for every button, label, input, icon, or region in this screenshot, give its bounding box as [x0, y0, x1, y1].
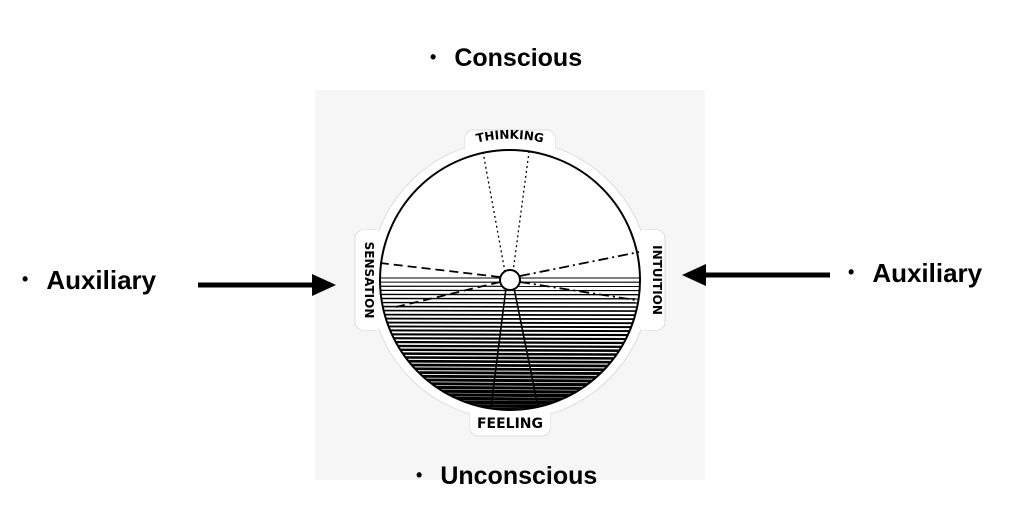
- function-label-thinking: THINKING: [475, 128, 545, 146]
- thinking-lines: [482, 151, 530, 273]
- bullet: •: [22, 269, 29, 289]
- feeling-lines: [490, 287, 539, 408]
- conscious-label: • Conscious: [430, 44, 582, 73]
- hatch-line: [380, 367, 640, 372]
- unconscious-text: Unconscious: [440, 462, 598, 490]
- sensation-lines: [379, 262, 501, 309]
- hatch-line: [380, 340, 640, 345]
- hatch-line: [380, 356, 640, 360]
- hatch-line: [380, 359, 640, 364]
- hatch-line: [380, 317, 640, 321]
- hatch-line: [380, 337, 640, 341]
- hatch-line: [380, 344, 640, 349]
- unconscious-label: • Unconscious: [416, 462, 597, 491]
- function-label-feeling: FEELING: [477, 416, 543, 432]
- hatch-line: [380, 363, 640, 368]
- hatch-line: [380, 333, 640, 337]
- jung-function-wheel: THINKING FEELING SENSATION INTUITION: [354, 128, 666, 437]
- hatch-line: [380, 348, 640, 352]
- bullet: •: [430, 47, 437, 67]
- auxiliary-left-text: Auxiliary: [46, 265, 157, 295]
- auxiliary-right-label: • Auxiliary: [848, 258, 982, 289]
- function-label-sensation: SENSATION: [362, 242, 376, 319]
- bullet: •: [848, 262, 855, 282]
- wheel-circle: [379, 149, 641, 411]
- hatch-line: [380, 325, 640, 329]
- left-arrow: [198, 274, 336, 296]
- hatch-line: [380, 313, 640, 316]
- hatch-line: [380, 321, 640, 325]
- ego-center: [499, 269, 521, 291]
- auxiliary-right-text: Auxiliary: [872, 258, 983, 288]
- auxiliary-left-label: • Auxiliary: [22, 265, 156, 296]
- function-label-intuition: INTUITION: [650, 245, 664, 315]
- right-arrow: [682, 264, 830, 286]
- intuition-lines: [519, 251, 640, 301]
- bullet: •: [416, 465, 423, 485]
- hatch-line: [380, 329, 640, 333]
- hatch-line: [380, 352, 640, 356]
- conscious-text: Conscious: [454, 44, 583, 72]
